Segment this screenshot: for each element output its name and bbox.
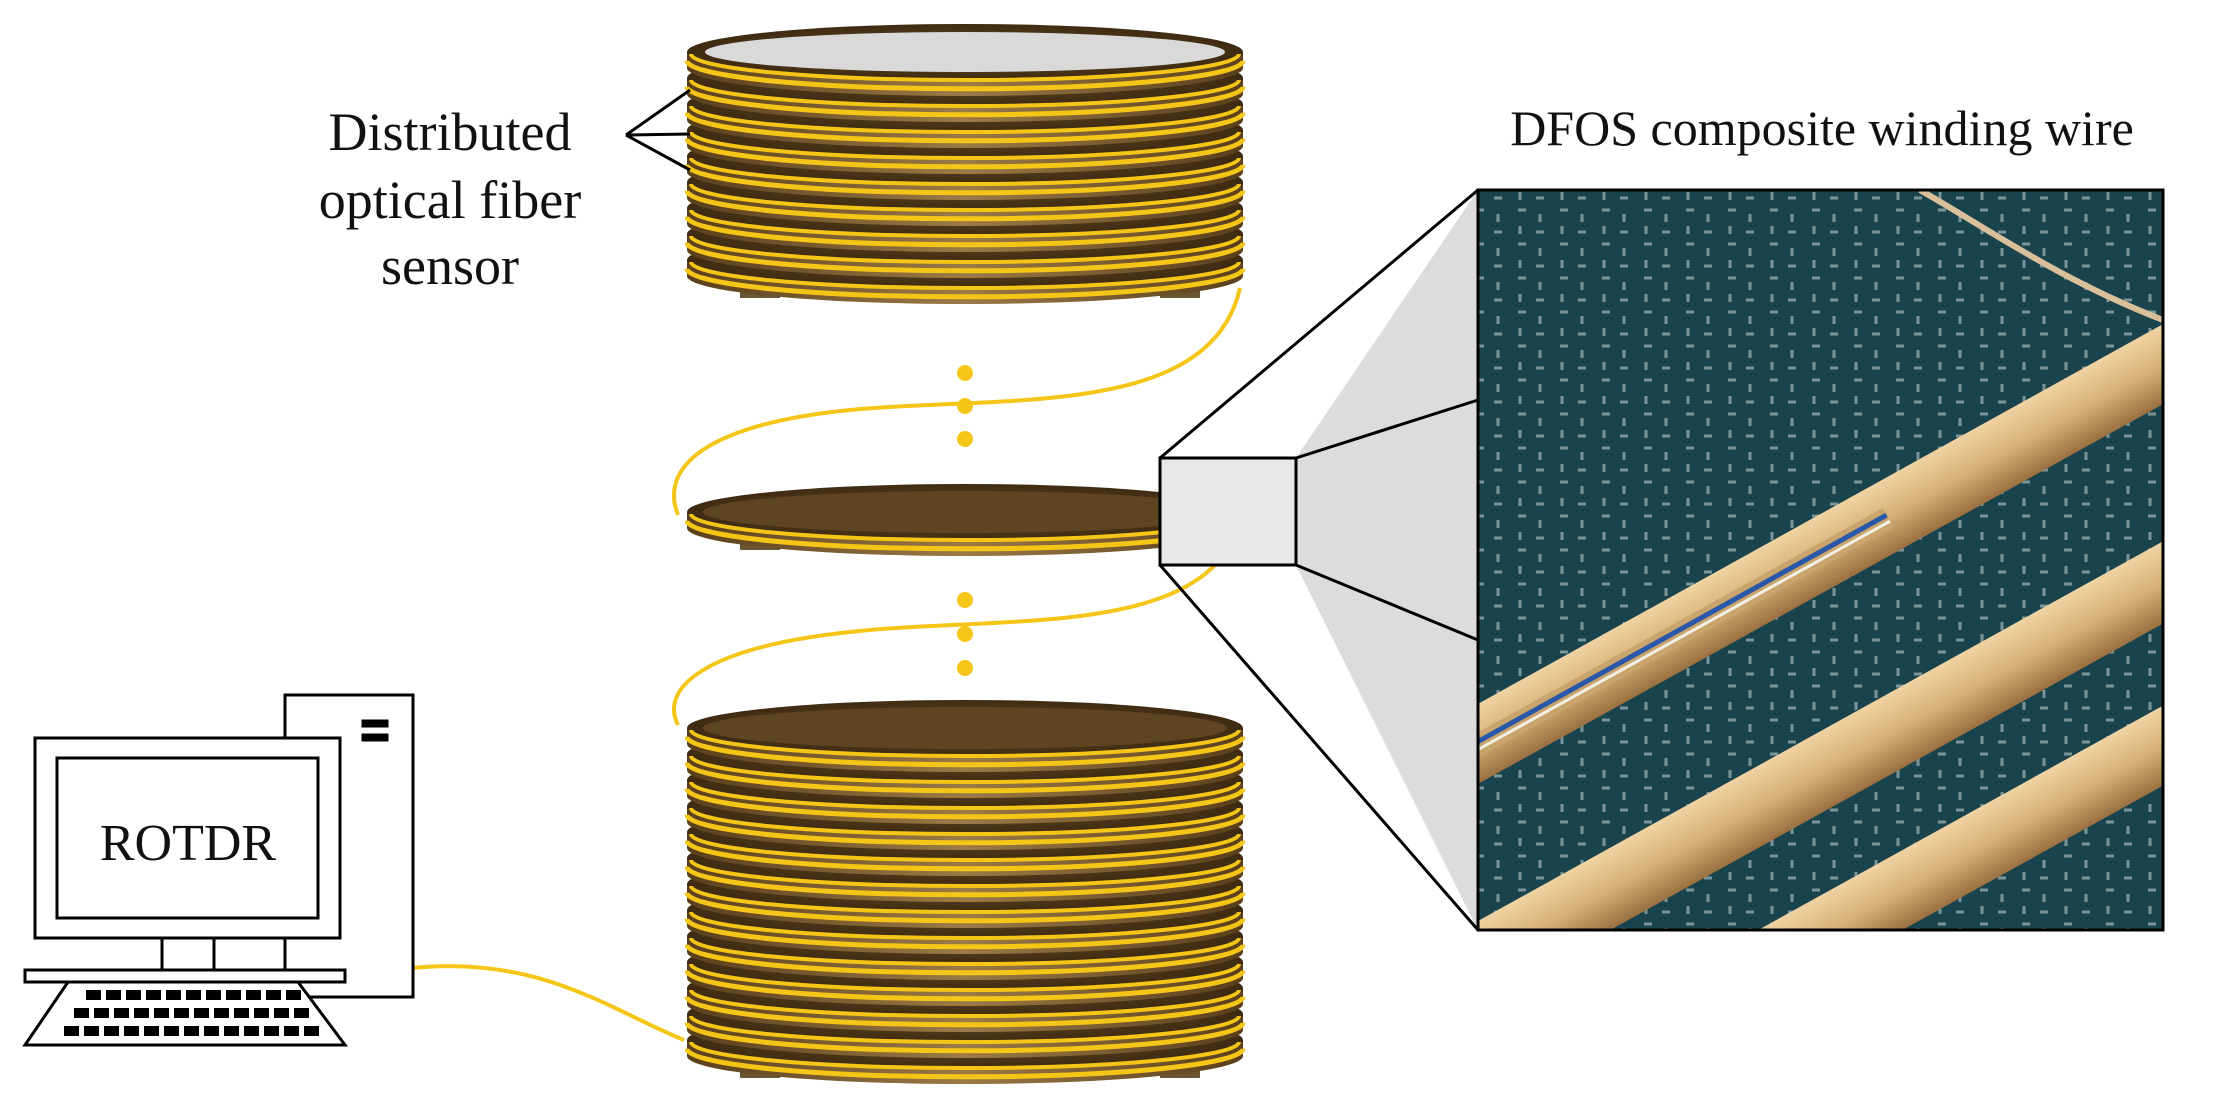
fiber-winding: [684, 1022, 1246, 1054]
dfos-wire-photo: [1478, 190, 2163, 930]
keyboard-key: [304, 1026, 319, 1036]
keyboard-key: [214, 1008, 229, 1018]
keyboard-key: [274, 1008, 289, 1018]
keyboard-key: [94, 1008, 109, 1018]
fiber-lead-to-rotdr: [411, 964, 685, 1042]
fiber-winding: [684, 736, 1246, 768]
magnifier-callout: [1158, 188, 1480, 931]
winding-disc: [684, 700, 1246, 772]
monitor-screen: [55, 756, 320, 920]
keyboard-key: [264, 1026, 279, 1036]
keyboard-key: [266, 990, 281, 1000]
keyboard-key: [134, 1008, 149, 1018]
monitor-label: ROTDR: [100, 815, 277, 872]
sensor-label-line2: optical fiber: [319, 170, 581, 230]
keyboard-key: [164, 1026, 179, 1036]
rotdr-computer: [22, 693, 415, 1047]
fiber-winding: [684, 112, 1246, 144]
fiber-winding: [684, 762, 1246, 794]
photo-title: DFOS composite winding wire: [1510, 100, 2134, 156]
keyboard-key: [246, 990, 261, 1000]
fiber-lead-top-to-middle: [672, 287, 1242, 516]
keyboard-key: [204, 1026, 219, 1036]
fiber-winding: [684, 970, 1246, 1002]
keyboard-key: [294, 1008, 309, 1018]
keyboard-key: [126, 990, 141, 1000]
sensor-label-line1: Distributed: [329, 102, 572, 162]
fiber-winding: [684, 788, 1246, 820]
keyboard-keys: [64, 990, 319, 1036]
keyboard-key: [146, 990, 161, 1000]
continuation-dots-lower: [957, 592, 973, 676]
monitor-neck: [160, 936, 216, 972]
fiber-winding: [684, 918, 1246, 950]
keyboard-key: [186, 990, 201, 1000]
keyboard-key: [84, 1026, 99, 1036]
keyboard-key: [174, 1008, 189, 1018]
keyboard-key: [114, 1008, 129, 1018]
fiber-winding: [684, 840, 1246, 872]
fiber-winding: [684, 138, 1246, 170]
fiber-winding: [684, 1048, 1246, 1080]
continuation-dots-upper: [957, 365, 973, 447]
keyboard-key: [184, 1026, 199, 1036]
middle-winding-disc: [684, 484, 1246, 556]
fiber-winding: [684, 242, 1246, 274]
keyboard-key: [284, 1026, 299, 1036]
keyboard-key: [254, 1008, 269, 1018]
tower-slot-2: [361, 733, 389, 742]
fiber-winding: [684, 216, 1246, 248]
keyboard-base: [23, 968, 347, 984]
fiber-winding: [684, 190, 1246, 222]
keyboard-key: [234, 1008, 249, 1018]
winding-disc: [684, 24, 1246, 96]
keyboard-key: [64, 1026, 79, 1036]
fiber-winding: [684, 60, 1246, 92]
keyboard-key: [74, 1008, 89, 1018]
keyboard-key: [104, 1026, 119, 1036]
keyboard-key: [166, 990, 181, 1000]
keyboard-key: [286, 990, 301, 1000]
keyboard-key: [154, 1008, 169, 1018]
keyboard-key: [224, 1026, 239, 1036]
stack-top-face: [705, 32, 1225, 72]
sensor-pointer-lines: [625, 88, 691, 172]
top-winding-stack: [684, 24, 1246, 304]
fiber-winding: [684, 164, 1246, 196]
keyboard-key: [226, 990, 241, 1000]
sensor-label-line3: sensor: [381, 236, 519, 296]
fiber-winding: [684, 814, 1246, 846]
keyboard-key: [86, 990, 101, 1000]
fiber-winding: [684, 268, 1246, 300]
fiber-winding: [684, 944, 1246, 976]
fiber-winding: [684, 86, 1246, 118]
photo-frame: [1476, 188, 2165, 932]
keyboard-key: [194, 1008, 209, 1018]
fiber-winding: [684, 892, 1246, 924]
keyboard-key: [106, 990, 121, 1000]
disc-top-face: [703, 491, 1227, 533]
keyboard-key: [206, 990, 221, 1000]
fiber-winding: [684, 866, 1246, 898]
keyboard-key: [244, 1026, 259, 1036]
winding-disc: [684, 484, 1246, 556]
disc-top-face: [703, 707, 1227, 749]
bottom-winding-stack: [684, 700, 1246, 1084]
fiber-winding: [684, 996, 1246, 1028]
tower-slot-1: [361, 719, 389, 728]
keyboard-key: [144, 1026, 159, 1036]
keyboard-key: [124, 1026, 139, 1036]
